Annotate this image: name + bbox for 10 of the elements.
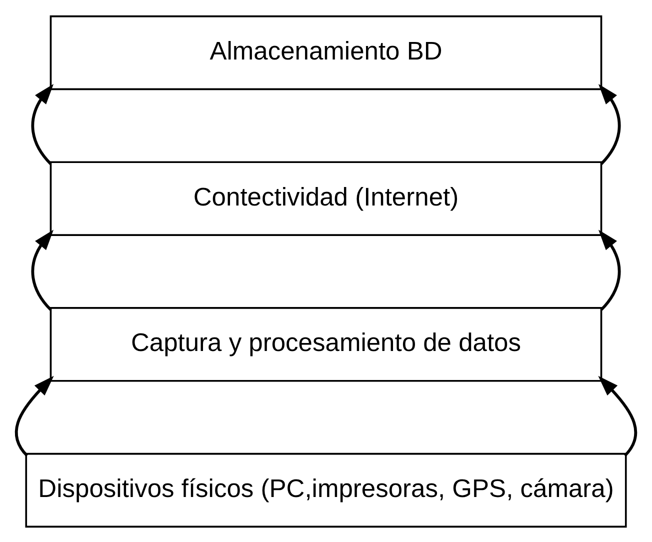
node-box: Dispositivos físicos (PC,impresoras, GPS, cámara)	[25, 452, 627, 528]
arrow	[598, 83, 621, 164]
arrow	[31, 229, 54, 310]
node-box: Contectividad (Internet)	[50, 160, 602, 236]
arrow	[14, 375, 54, 456]
arrow	[598, 375, 638, 456]
node-box: Captura y procesamiento de datos	[50, 306, 602, 382]
node-box: Almacenamiento BD	[50, 14, 602, 90]
arrow	[31, 83, 54, 164]
arrow	[598, 229, 621, 310]
